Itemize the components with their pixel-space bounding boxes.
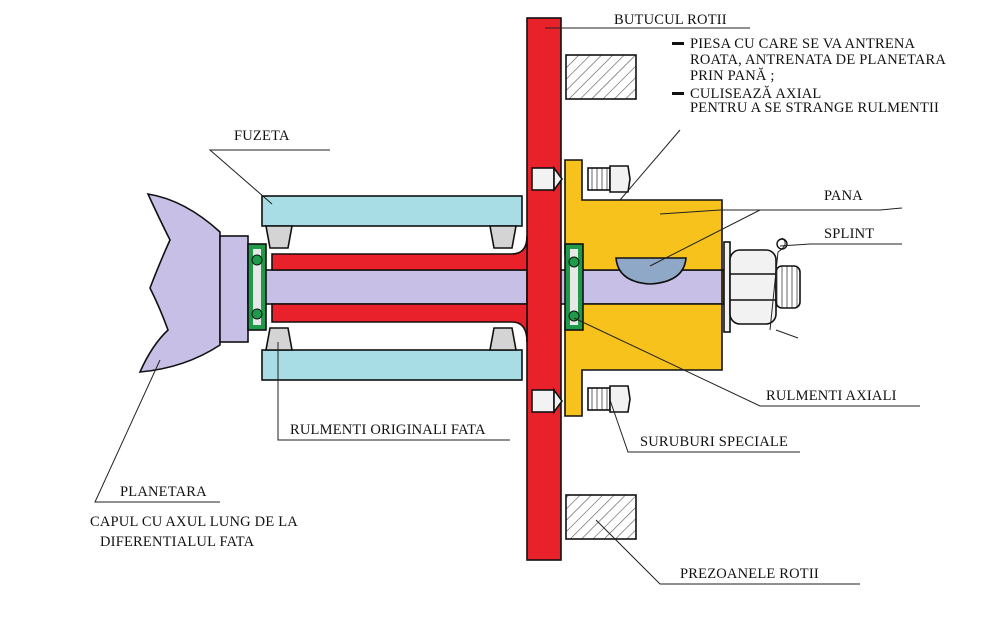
leader-lines [94, 27, 920, 585]
wheel-hub [271, 17, 562, 561]
label-culiseaza-1: CULISEAZĂ AXIAL [690, 85, 821, 102]
label-fuzeta: FUZETA [234, 128, 290, 144]
fuzeta-bottom [261, 349, 523, 381]
planetara-head [138, 192, 249, 373]
label-prezoane: PREZOANELE ROTII [680, 566, 819, 582]
label-piesa-1: PIESA CU CARE SE VA ANTRENA [690, 36, 916, 52]
hub-bolt-holes [531, 165, 563, 415]
wheel-studs [565, 54, 637, 540]
label-pana: PANA [824, 188, 863, 204]
bullet-dash-1 [672, 42, 684, 45]
special-screws [587, 165, 631, 413]
label-suruburi: SURUBURI SPECIALE [640, 434, 788, 450]
label-capul-2: DIFERENTIALUL FATA [100, 534, 255, 550]
original-bearings [265, 225, 517, 351]
label-culiseaza-2: PENTRU A SE STRANGE RULMENTII [690, 100, 939, 116]
axle-nut [723, 241, 801, 333]
label-planetara: PLANETARA [120, 484, 207, 500]
label-rulmenti-axiali: RULMENTI AXIALI [766, 388, 897, 404]
fuzeta-top [261, 195, 523, 227]
axial-bearings [247, 243, 584, 331]
label-piesa-2: ROATA, ANTRENATA DE PLANETARA [690, 52, 946, 68]
key-pana [615, 257, 687, 285]
label-rulmenti-originali: RULMENTI ORIGINALI FATA [290, 422, 486, 438]
bullet-dash-2 [672, 92, 684, 95]
label-capul-1: CAPUL CU AXUL LUNG DE LA [90, 514, 298, 530]
label-splint: SPLINT [824, 226, 874, 242]
label-butucul: BUTUCUL ROTII [614, 12, 727, 28]
label-piesa-3: PRIN PANĂ ; [690, 67, 775, 84]
